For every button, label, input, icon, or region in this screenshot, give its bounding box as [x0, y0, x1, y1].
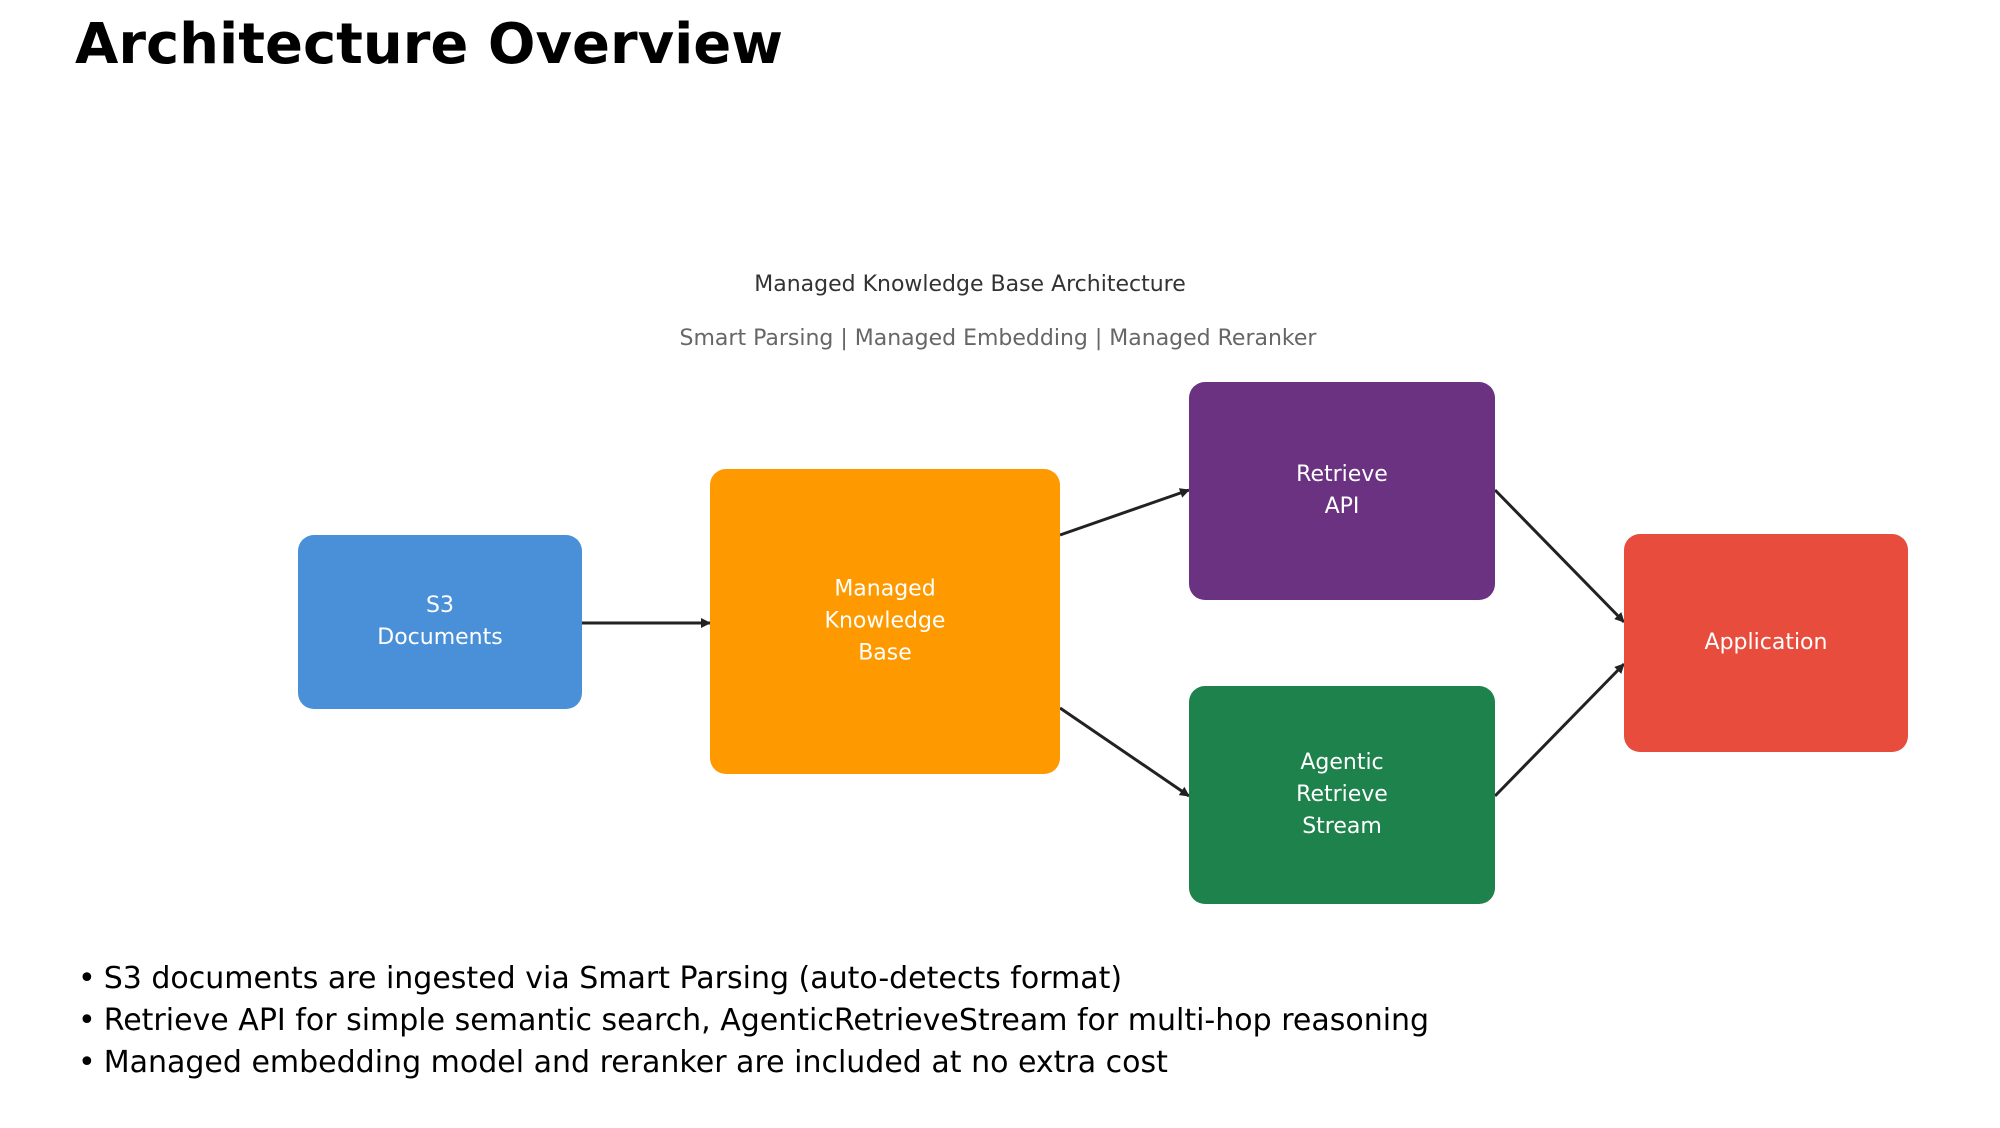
bullet-item: S3 documents are ingested via Smart Pars…: [78, 958, 1429, 1000]
bullet-item: Retrieve API for simple semantic search,…: [78, 1000, 1429, 1042]
node-label-agentic: Stream: [1302, 814, 1382, 839]
node-box-retrieve: [1189, 382, 1495, 600]
node-label-retrieve: Retrieve: [1296, 462, 1388, 487]
node-label-s3: S3: [426, 593, 454, 618]
node-box-app: [1624, 534, 1908, 752]
node-label-agentic: Retrieve: [1296, 782, 1388, 807]
arrow-kb-to-agentic: [1059, 706, 1190, 798]
bullet-list: S3 documents are ingested via Smart Pars…: [78, 958, 1429, 1084]
node-label-kb: Knowledge: [825, 609, 946, 634]
arrow-kb-to-retrieve: [1059, 488, 1190, 537]
node-label-kb: Managed: [834, 577, 935, 602]
arrow-retrieve-to-app: [1493, 488, 1626, 624]
diagram-subtitle: Smart Parsing | Managed Embedding | Mana…: [679, 326, 1317, 351]
node-label-agentic: Agentic: [1300, 750, 1383, 775]
node-app: Application: [1624, 534, 1908, 752]
arrow-agentic-to-app: [1493, 662, 1626, 798]
node-label-s3: Documents: [377, 625, 502, 650]
node-box-s3: [298, 535, 582, 709]
bullet-item: Managed embedding model and reranker are…: [78, 1042, 1429, 1084]
node-agentic: AgenticRetrieveStream: [1189, 686, 1495, 904]
node-label-retrieve: API: [1325, 494, 1360, 519]
diagram-title: Managed Knowledge Base Architecture: [754, 272, 1186, 297]
node-label-kb: Base: [858, 641, 912, 666]
node-box-agentic: [1189, 686, 1495, 904]
node-box-kb: [710, 469, 1060, 774]
edges-layer: [582, 488, 1626, 798]
slide-title: Architecture Overview: [75, 12, 784, 77]
node-label-app: Application: [1705, 630, 1828, 655]
nodes-layer: S3DocumentsManagedKnowledgeBaseRetrieveA…: [298, 382, 1908, 904]
